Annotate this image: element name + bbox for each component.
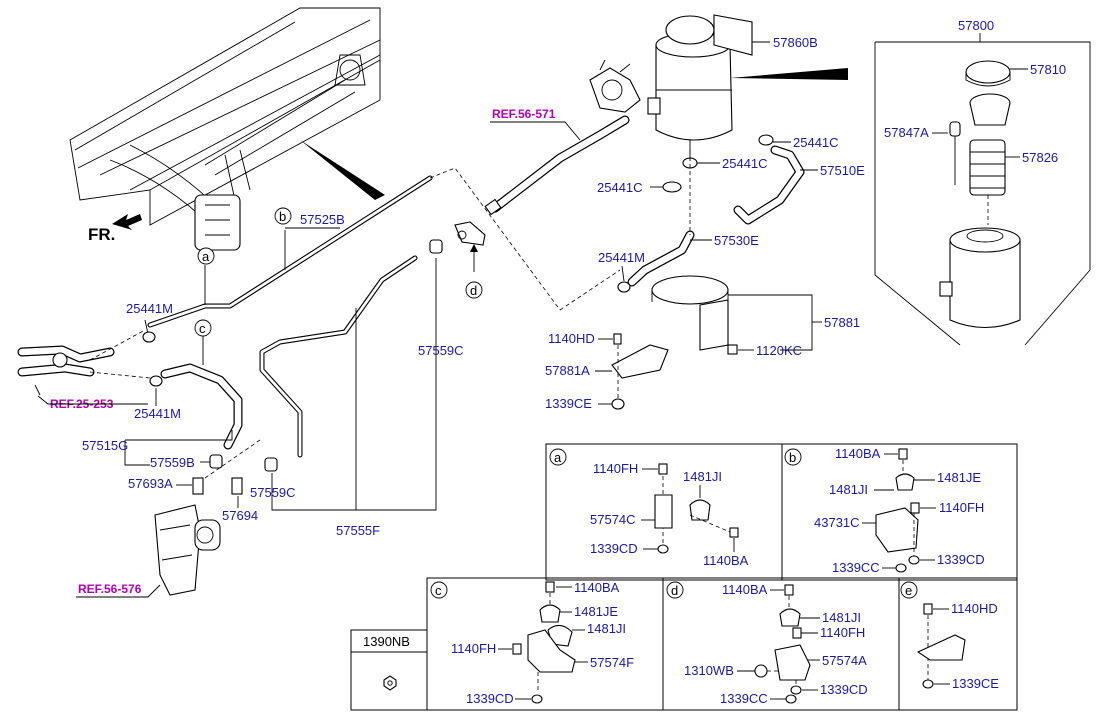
detail-d-1140BA[interactable]: 1140BA: [722, 582, 768, 597]
detail-e-panel: e 1140HD 1339CE: [898, 577, 1018, 711]
front-label: FR.: [88, 225, 115, 244]
part-25441C-mid[interactable]: 25441C: [722, 156, 768, 171]
part-1120KC[interactable]: 1120KC: [756, 343, 802, 358]
detail-d-1140FH[interactable]: 1140FH: [820, 625, 865, 640]
part-1140HD[interactable]: 1140HD: [548, 331, 595, 346]
detail-c-letter: c: [435, 583, 442, 598]
detail-c-1140FH[interactable]: 1140FH: [451, 641, 496, 656]
detail-b-1339CD[interactable]: 1339CD: [937, 552, 985, 567]
detail-a-letter: a: [554, 450, 562, 465]
detail-c-1140BA[interactable]: 1140BA: [574, 580, 620, 595]
detail-a-57574C[interactable]: 57574C: [590, 512, 636, 527]
detail-b-panel: b 1140BA 1481JE 1481JI 1140FH 43731C 133…: [781, 443, 1018, 581]
callout-c: c: [199, 321, 206, 336]
detail-a-1140FH[interactable]: 1140FH: [593, 461, 638, 476]
detail-b-1339CC[interactable]: 1339CC: [832, 560, 880, 575]
front-arrow-icon: [112, 214, 142, 230]
detail-b-letter: b: [789, 450, 796, 465]
detail-c-1481JE[interactable]: 1481JE: [574, 604, 618, 619]
part-57881A[interactable]: 57881A: [545, 363, 590, 378]
reservoir-exploded: [939, 60, 1021, 328]
part-57860B[interactable]: 57860B: [773, 35, 818, 50]
detail-a-panel: a 1140FH 1481JI 57574C 1339CD 1140BA: [545, 443, 783, 581]
gear-reference-link[interactable]: REF.56-576: [78, 582, 142, 596]
detail-b-1481JE[interactable]: 1481JE: [937, 470, 981, 485]
detail-b-1140FH[interactable]: 1140FH: [939, 500, 984, 515]
part-25441C-top[interactable]: 25441C: [793, 135, 839, 150]
detail-d-1339CD[interactable]: 1339CD: [820, 682, 868, 697]
reservoir-tank: [647, 15, 733, 160]
detail-c-panel: c 1140BA 1481JE 1481JI 57574F 1140FH 133…: [426, 577, 664, 711]
detail-b-1140BA[interactable]: 1140BA: [835, 446, 881, 461]
detail-a-1339CD[interactable]: 1339CD: [590, 541, 638, 556]
detail-a-1140BA[interactable]: 1140BA: [703, 553, 749, 568]
callout-d-marker: [465, 281, 483, 299]
part-57800[interactable]: 57800: [958, 18, 994, 33]
callout-c-marker: [194, 319, 212, 337]
pump-reference-link[interactable]: REF.56-571: [492, 107, 556, 121]
part-57810[interactable]: 57810: [1030, 62, 1066, 77]
part-57693A[interactable]: 57693A: [128, 476, 173, 491]
detail-e-letter: e: [905, 583, 912, 598]
detail-e-1140HD[interactable]: 1140HD: [951, 601, 998, 616]
detail-d-1481JI[interactable]: 1481JI: [822, 610, 861, 625]
detail-b-43731C[interactable]: 43731C: [814, 515, 860, 530]
part-57559B[interactable]: 57559B: [150, 455, 195, 470]
nut-panel: 1390NB: [350, 629, 428, 711]
callout-b-marker: [274, 207, 292, 225]
callout-a-marker: [197, 247, 215, 265]
part-25441C-left[interactable]: 25441C: [597, 180, 643, 195]
frame-pipe-assembly: [17, 329, 151, 396]
part-57559C-upper[interactable]: 57559C: [418, 343, 464, 358]
steering-gear: [154, 504, 221, 596]
part-57555F[interactable]: 57555F: [336, 523, 380, 538]
detail-c-57574F[interactable]: 57574F: [590, 655, 634, 670]
front-indicator: FR.: [88, 214, 142, 244]
part-57826[interactable]: 57826: [1022, 150, 1058, 165]
part-57847A[interactable]: 57847A: [884, 125, 929, 140]
detail-d-panel: d 1140BA 1481JI 1140FH 57574A 1310WB 133…: [662, 577, 900, 711]
reservoir-bracket: [611, 275, 729, 379]
part-57510E[interactable]: 57510E: [820, 163, 865, 178]
callout-b: b: [279, 209, 286, 224]
detail-d-letter: d: [671, 583, 678, 598]
part-57530E[interactable]: 57530E: [714, 233, 759, 248]
detail-d-57574A[interactable]: 57574A: [822, 653, 867, 668]
part-57559C-lower[interactable]: 57559C: [250, 485, 296, 500]
part-25441M-lower[interactable]: 25441M: [134, 406, 181, 421]
detail-e-1339CE[interactable]: 1339CE: [952, 676, 999, 691]
part-25441M-reservoir[interactable]: 25441M: [598, 250, 645, 265]
detail-c-1481JI[interactable]: 1481JI: [587, 621, 626, 636]
detail-d-1310WB[interactable]: 1310WB: [684, 663, 734, 678]
reservoir-band: [713, 14, 753, 56]
part-1339CE[interactable]: 1339CE: [545, 396, 592, 411]
power-steering-pump: [589, 59, 641, 113]
part-25441M-upper[interactable]: 25441M: [126, 301, 173, 316]
detail-c-1339CD[interactable]: 1339CD: [466, 691, 514, 706]
chassis-frame: [69, 7, 385, 251]
callout-a: a: [202, 249, 210, 264]
detail-d-1339CC[interactable]: 1339CC: [720, 691, 768, 706]
part-57525B[interactable]: 57525B: [300, 212, 345, 227]
detail-a-1481JI[interactable]: 1481JI: [683, 469, 722, 484]
callout-d: d: [470, 283, 477, 298]
part-57515G[interactable]: 57515G: [82, 438, 128, 453]
part-57694[interactable]: 57694: [222, 508, 258, 523]
part-57881[interactable]: 57881: [824, 315, 860, 330]
detail-b-1481JI[interactable]: 1481JI: [829, 482, 868, 497]
nut-panel-title: 1390NB: [363, 634, 410, 649]
